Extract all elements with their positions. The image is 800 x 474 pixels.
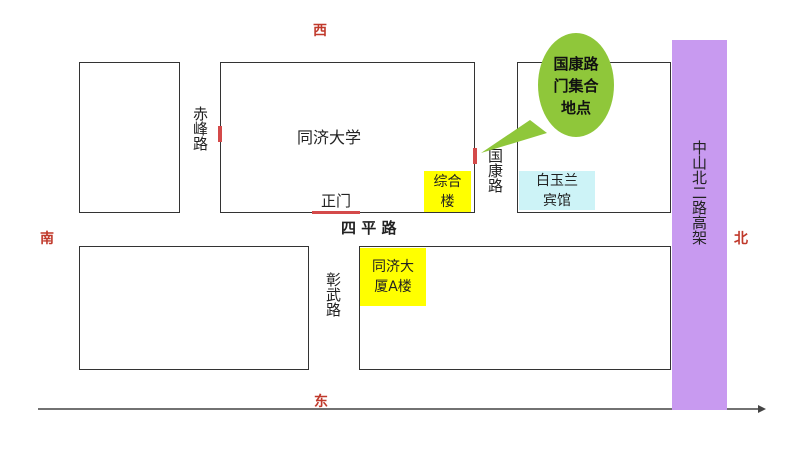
arrow-right-icon [758, 405, 766, 413]
gate-marker-guokang [473, 148, 477, 164]
gate-marker-main [312, 211, 360, 214]
building-baiyulan-label: 白玉兰宾馆 [536, 172, 578, 209]
gate-marker-chifeng [218, 126, 222, 142]
building-baiyulan: 白玉兰宾馆 [519, 171, 595, 210]
road-label-chifeng: 赤峰路 [191, 106, 209, 151]
road-label-guokang: 国康路 [486, 148, 504, 193]
block-southeast [359, 246, 671, 370]
direction-north: 北 [734, 231, 748, 247]
campus-label: 同济大学 [297, 128, 362, 147]
building-tongji-tower: 同济大厦A楼 [360, 248, 426, 306]
road-label-zhangwu: 彰武路 [324, 272, 342, 317]
building-zonghe-label: 综合楼 [433, 173, 462, 210]
direction-west: 西 [313, 23, 327, 39]
direction-east: 东 [314, 394, 328, 410]
callout-meeting-point-label: 国康路门集合地点 [553, 55, 599, 117]
main-gate-label: 正门 [321, 192, 352, 210]
road-label-siping: 四 平 路 [341, 219, 397, 237]
direction-south: 南 [40, 231, 54, 247]
callout-meeting-point: 国康路门集合地点 [553, 50, 599, 122]
elevated-road-zhongshan [672, 40, 727, 410]
building-zonghe: 综合楼 [424, 171, 471, 212]
building-tongji-tower-label: 同济大厦A楼 [372, 259, 414, 295]
elevated-road-label: 中山北二路高架 [690, 140, 708, 245]
block-southwest [79, 246, 309, 370]
block-northwest [79, 62, 180, 213]
